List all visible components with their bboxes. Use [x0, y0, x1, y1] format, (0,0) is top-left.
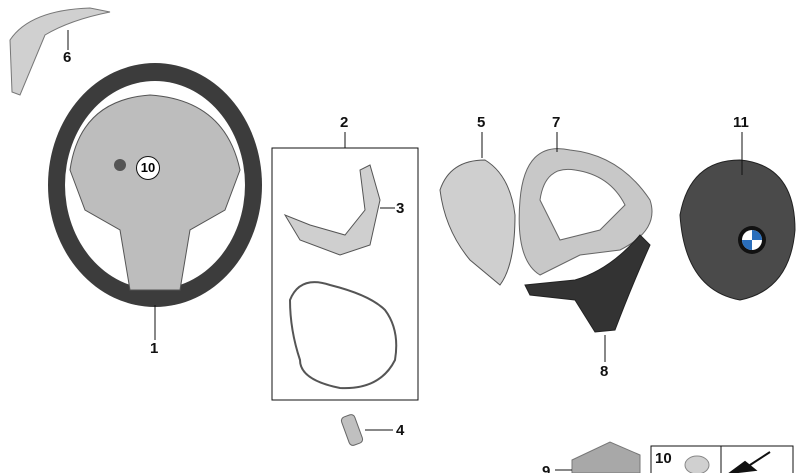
- callout-10-legend: 10: [655, 450, 672, 467]
- callout-4: 4: [396, 422, 405, 439]
- direction-arrow-icon: [728, 451, 771, 473]
- lower-trim-part-8: [524, 234, 651, 333]
- wiring-harness: [288, 281, 398, 390]
- callout-2: 2: [340, 114, 349, 131]
- arrow-legend-box: [720, 445, 794, 473]
- callout-10: 10: [136, 156, 160, 180]
- connector-part-4: [340, 414, 364, 446]
- steering-wheel-part-1: [48, 63, 262, 307]
- bracket-part-3: [283, 164, 381, 256]
- callout-8: 8: [600, 363, 609, 380]
- wiring-set-frame-part-2: [271, 147, 419, 401]
- switch-carrier-part-5: [439, 159, 516, 286]
- airbag-module-part-11: [679, 159, 796, 301]
- trim-cover-part-6: [9, 7, 111, 96]
- callout-5: 5: [477, 114, 486, 131]
- callout-9: 9: [542, 463, 551, 473]
- callout-11: 11: [733, 114, 749, 131]
- callout-1: 1: [150, 340, 159, 357]
- screw-icon: [684, 455, 710, 473]
- trim-frame-part-7: [518, 148, 653, 276]
- callout-7: 7: [552, 114, 561, 131]
- box-part-9: [571, 441, 641, 473]
- callout-6: 6: [63, 49, 72, 66]
- callout-3: 3: [396, 200, 405, 217]
